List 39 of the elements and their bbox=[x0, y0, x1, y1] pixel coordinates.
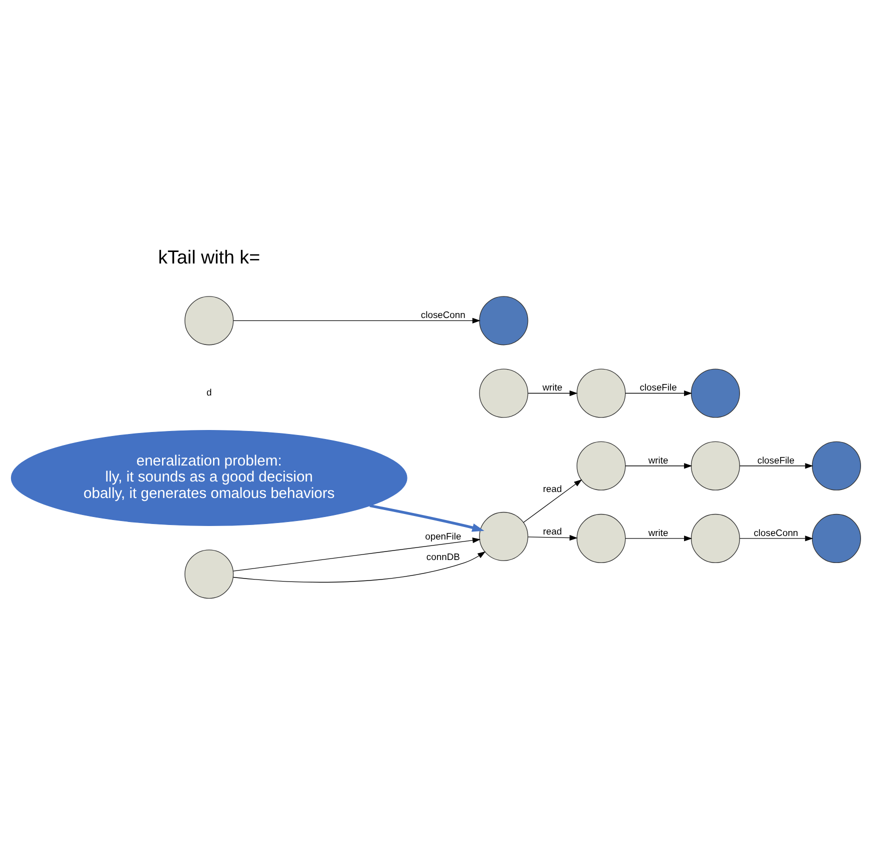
arrow bbox=[528, 390, 578, 396]
edge-label: write bbox=[648, 526, 668, 538]
edge-label: closeFile bbox=[640, 381, 677, 392]
edge-label: write bbox=[648, 454, 668, 465]
arrow bbox=[625, 535, 692, 541]
arrow bbox=[370, 504, 484, 532]
edge-label: closeFile bbox=[757, 454, 795, 465]
node-circle bbox=[690, 440, 740, 490]
node-circle bbox=[184, 549, 234, 598]
arrow bbox=[625, 390, 692, 396]
node-circle bbox=[812, 440, 861, 490]
label: kTail with k= bbox=[158, 246, 260, 267]
arrow bbox=[232, 550, 486, 582]
arrow bbox=[233, 317, 480, 323]
node-circle bbox=[812, 513, 861, 563]
arrow bbox=[739, 535, 814, 541]
node-circle bbox=[576, 513, 626, 563]
node-circle bbox=[479, 511, 528, 560]
node-circle bbox=[690, 368, 740, 418]
node-circle bbox=[690, 513, 740, 563]
edge-label: openFile bbox=[425, 530, 462, 541]
node-circle bbox=[479, 368, 528, 418]
edge-label: connDB bbox=[426, 550, 460, 562]
edge-label: write bbox=[542, 381, 562, 392]
node-ellipse: eneralization problem: lly, it sounds as a good decision obally, it generates omalous behaviors bbox=[10, 429, 408, 526]
arrow bbox=[232, 537, 481, 571]
arrow bbox=[528, 534, 578, 540]
arrow bbox=[625, 462, 692, 468]
edge-label: closeConn bbox=[420, 308, 466, 320]
node-circle bbox=[479, 296, 528, 345]
label: d bbox=[206, 386, 212, 398]
edge-label: closeConn bbox=[754, 526, 798, 538]
node-circle bbox=[576, 368, 626, 418]
node-circle bbox=[184, 296, 234, 345]
node-circle bbox=[576, 440, 626, 490]
edge-label: read bbox=[543, 482, 562, 494]
edge-label: read bbox=[543, 525, 562, 536]
arrow bbox=[523, 478, 582, 522]
arrow bbox=[739, 462, 814, 468]
